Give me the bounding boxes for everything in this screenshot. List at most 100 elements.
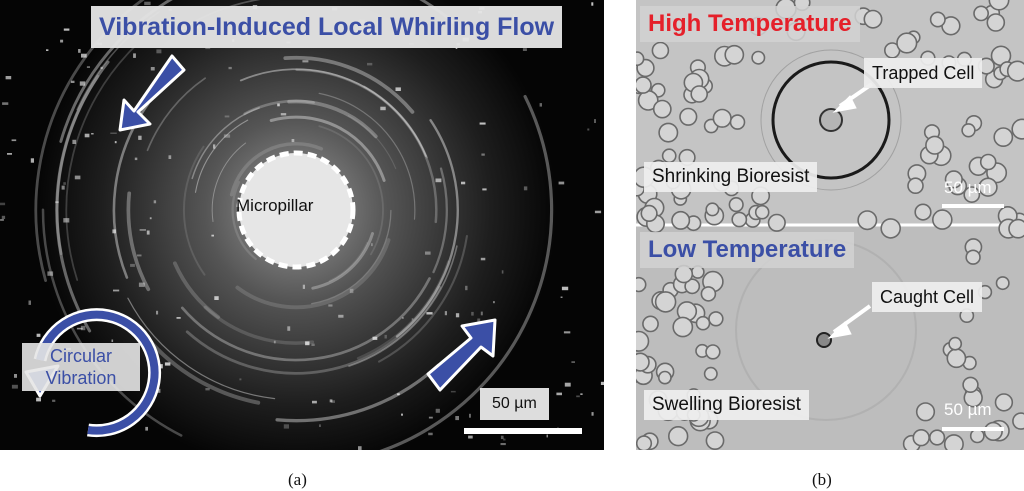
cell: [973, 5, 989, 22]
cell: [636, 276, 647, 293]
flow-streak: [180, 277, 431, 362]
flow-streak: [348, 245, 458, 367]
circular-vibration-label: Circular Vibration: [22, 343, 140, 391]
cell: [962, 376, 979, 393]
flow-streak: [55, 60, 110, 333]
cell: [636, 76, 652, 94]
particle: [214, 296, 219, 300]
flow-streak: [41, 208, 183, 437]
particle: [5, 76, 12, 80]
particle: [500, 443, 506, 446]
cell: [907, 177, 924, 194]
particle: [380, 106, 386, 111]
particle: [156, 310, 159, 315]
particle: [153, 200, 157, 204]
particle: [312, 400, 317, 404]
particle: [100, 66, 103, 70]
particle: [81, 53, 87, 58]
cell: [657, 370, 672, 385]
flow-streak: [363, 85, 428, 159]
particle: [76, 327, 83, 330]
cell: [705, 431, 725, 450]
cell: [728, 197, 744, 213]
particle: [523, 186, 528, 191]
particle: [146, 230, 150, 235]
whirling-flow-micrograph: Vibration-Induced Local Whirling Flow Mi…: [0, 0, 604, 450]
cell: [1008, 218, 1024, 239]
cell: [988, 0, 1010, 11]
particle: [63, 182, 66, 185]
particle: [479, 122, 486, 125]
particle: [133, 53, 136, 58]
flow-streak: [146, 77, 206, 152]
particle: [329, 399, 333, 403]
cell: [965, 249, 981, 265]
cell: [658, 122, 679, 143]
cell: [684, 278, 701, 295]
cell: [695, 315, 711, 331]
particle: [283, 424, 289, 429]
scale-label-a: 50 µm: [480, 388, 549, 420]
particle: [338, 314, 344, 318]
particle: [469, 413, 471, 418]
particle: [450, 390, 456, 393]
cell: [943, 434, 964, 450]
particle: [397, 393, 400, 396]
particle: [563, 331, 571, 334]
flow-streak: [432, 167, 448, 274]
particle: [503, 438, 506, 441]
particle: [80, 325, 86, 331]
particle: [428, 416, 433, 419]
particle: [591, 2, 594, 6]
flow-streak: [243, 99, 315, 116]
flow-streak: [235, 238, 391, 310]
cell: [969, 428, 985, 444]
particle: [36, 333, 41, 337]
particle: [110, 132, 117, 134]
cell: [731, 211, 748, 228]
cell: [636, 51, 645, 67]
particle: [149, 217, 152, 220]
cell: [963, 186, 981, 203]
cell: [857, 210, 878, 231]
particle: [594, 210, 602, 214]
particle: [435, 178, 442, 183]
particle: [61, 185, 65, 190]
particle: [522, 48, 527, 51]
particle: [302, 284, 305, 289]
particle: [0, 202, 6, 206]
cell: [1006, 60, 1024, 82]
cell: [863, 9, 883, 29]
flow-streak: [34, 0, 145, 282]
flow-streak: [239, 68, 427, 157]
cell: [931, 209, 953, 230]
cell: [642, 315, 659, 333]
cell: [672, 316, 694, 338]
cell: [1011, 118, 1024, 140]
particle: [213, 144, 216, 149]
particle: [587, 128, 590, 131]
cell: [705, 344, 721, 360]
cell: [929, 11, 946, 28]
particle: [455, 416, 459, 421]
particle: [36, 397, 41, 402]
flow-streak: [379, 95, 554, 450]
particle: [594, 119, 596, 123]
cell: [995, 276, 1010, 291]
particle: [145, 426, 148, 431]
particle: [384, 334, 387, 339]
particle: [273, 340, 276, 344]
cell: [690, 85, 709, 103]
cell: [979, 153, 997, 171]
particle: [331, 400, 335, 403]
particle: [239, 378, 242, 381]
particle: [164, 362, 171, 366]
particle: [63, 218, 70, 223]
particle: [482, 188, 487, 191]
cell: [983, 421, 1003, 442]
cell: [915, 402, 936, 422]
caught-cell-label: Caught Cell: [872, 282, 983, 312]
particle: [501, 270, 504, 274]
flow-streak: [311, 209, 392, 305]
shrinking-bioresist-label: Shrinking Bioresist: [644, 162, 818, 192]
